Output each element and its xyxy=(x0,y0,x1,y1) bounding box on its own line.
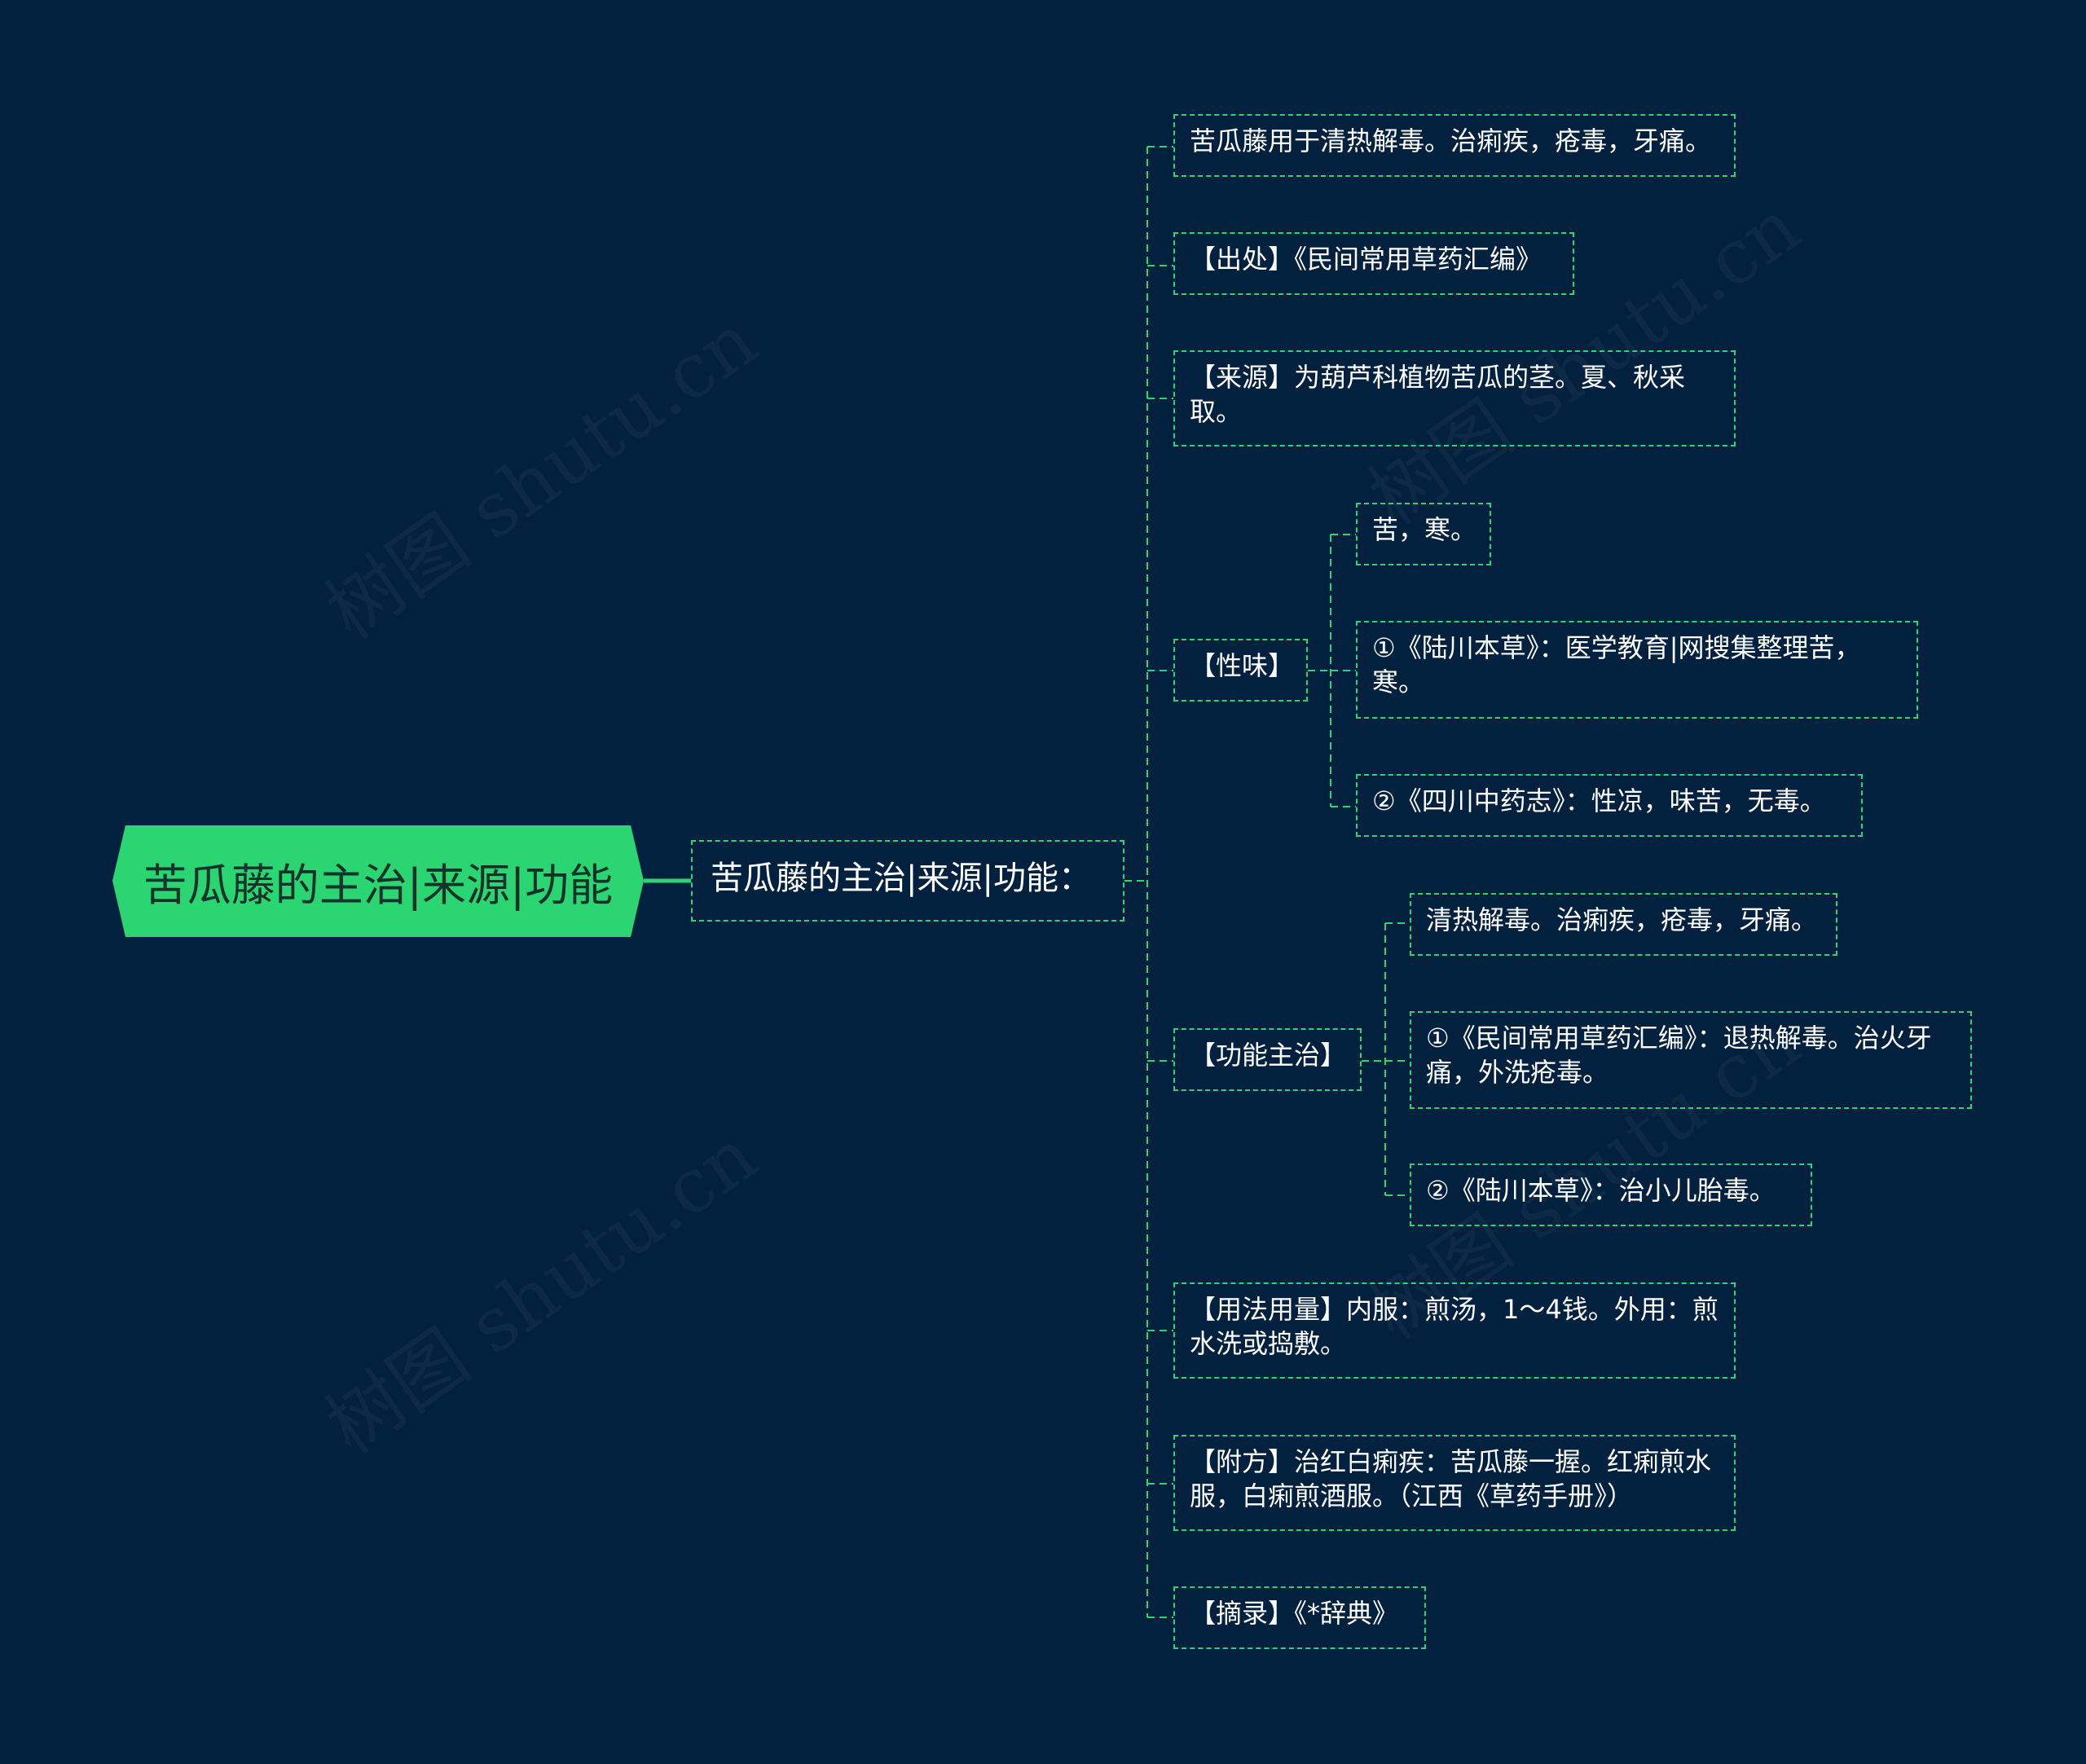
nature-item[interactable]: 苦，寒。 xyxy=(1356,503,1491,565)
source-node[interactable]: 【出处】《民间常用草药汇编》 xyxy=(1173,232,1574,295)
branch-connector xyxy=(1124,146,1173,1618)
nature-item[interactable]: ②《四川中药志》：性凉，味苦，无毒。 xyxy=(1356,774,1863,837)
function-node[interactable]: 【功能主治】 xyxy=(1173,1028,1362,1091)
prescription-node[interactable]: 【附方】治红白痢疾：苦瓜藤一握。红痢煎水服，白痢煎酒服。（江西《草药手册》） xyxy=(1173,1435,1736,1531)
function-item[interactable]: ②《陆川本草》：治小儿胎毒。 xyxy=(1410,1164,1812,1226)
excerpt-node[interactable]: 【摘录】《*辞典》 xyxy=(1173,1586,1426,1649)
nature-connector xyxy=(1308,534,1356,807)
summary-node[interactable]: 苦瓜藤用于清热解毒。治痢疾，疮毒，牙痛。 xyxy=(1173,114,1736,177)
function-item[interactable]: 清热解毒。治痢疾，疮毒，牙痛。 xyxy=(1410,893,1837,956)
nature-node[interactable]: 【性味】 xyxy=(1173,639,1308,702)
root-topic[interactable]: 苦瓜藤的主治|来源|功能 xyxy=(112,825,644,937)
function-item[interactable]: ①《民间常用草药汇编》：退热解毒。治火牙痛，外洗疮毒。 xyxy=(1410,1011,1972,1109)
origin-node[interactable]: 【来源】为葫芦科植物苦瓜的茎。夏、秋采取。 xyxy=(1173,350,1736,446)
function-connector xyxy=(1362,922,1410,1196)
usage-node[interactable]: 【用法用量】内服：煎汤，1～4钱。外用：煎水洗或捣敷。 xyxy=(1173,1282,1736,1379)
main-topic[interactable]: 苦瓜藤的主治|来源|功能： xyxy=(691,840,1124,922)
nature-item[interactable]: ①《陆川本草》：医学教育|网搜集整理苦，寒。 xyxy=(1356,621,1918,719)
